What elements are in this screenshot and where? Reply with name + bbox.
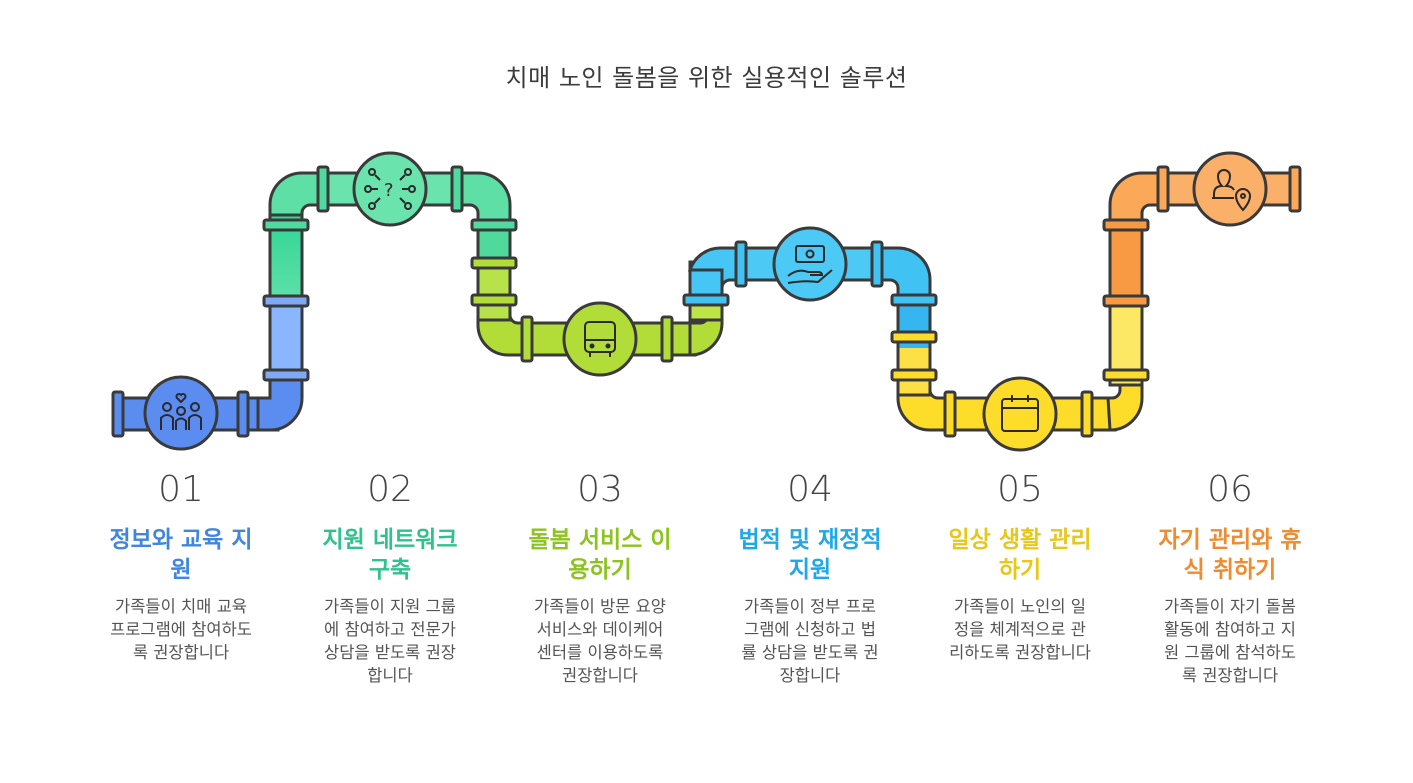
step-number: 01 (158, 469, 204, 510)
step-number: 06 (1207, 469, 1253, 510)
step-description-line: 원 그룹에 참석하도 (1164, 643, 1296, 662)
money-hand-icon (787, 245, 833, 284)
pipe-yellow-elbow-right (1106, 378, 1144, 432)
hub-03 (562, 301, 638, 377)
step-heading-line: 지원 (788, 557, 832, 583)
step-heading-line: 자기 관리와 휴 (1158, 527, 1302, 553)
pipe-blue-elbow (256, 373, 304, 432)
step-description-line: 리하도록 권장합니다 (949, 643, 1091, 662)
step-description-line: 에 참여하고 전문가 (324, 620, 456, 639)
step-description-line: 가족들이 치매 교육 (115, 597, 247, 616)
hub-02: ? (352, 151, 428, 227)
person-location-icon (1212, 169, 1252, 212)
family-icon (160, 393, 202, 430)
step-description-line: 가족들이 방문 요양 (534, 597, 666, 616)
step-description-line: 률 상담을 받도록 권 (741, 643, 879, 662)
step-heading-line: 용하기 (568, 557, 632, 583)
step-description-line: 가족들이 자기 돌봄 (1164, 597, 1296, 616)
hub-05 (982, 376, 1058, 452)
hub-06 (1192, 151, 1268, 227)
step-description-line: 권장합니다 (562, 666, 638, 685)
step-description-line: 프로그램에 참여하도 (110, 620, 252, 639)
step-description-line: 록 권장합니다 (132, 643, 230, 662)
step-heading-line: 정보와 교육 지 (109, 527, 253, 553)
step-description-line: 록 권장합니다 (1181, 666, 1279, 685)
step-heading-line: 지원 네트워크 (322, 527, 458, 553)
pipe-orange-elbow (1108, 171, 1162, 222)
step-number: 03 (577, 469, 623, 510)
step-heading-line: 원 (170, 557, 192, 583)
step-description-line: 그램에 신청하고 법 (744, 620, 876, 639)
step-heading-line: 법적 및 재정적 (738, 527, 882, 553)
calendar-icon (1001, 395, 1039, 432)
step-heading-line: 하기 (998, 557, 1042, 583)
step-heading-line: 식 취하기 (1183, 557, 1277, 583)
step-description-line: 상담을 받도록 권장 (324, 643, 456, 662)
hub-01 (143, 375, 219, 451)
pipe-cyan-elbow-right (878, 246, 932, 302)
pipe-green-elbow-left (268, 171, 322, 217)
pipe-yellow-elbow-left (896, 389, 952, 432)
step-number: 05 (997, 469, 1043, 510)
step-description-line: 가족들이 정부 프로 (744, 597, 876, 616)
step-number: 02 (367, 469, 413, 510)
step-description-line: 가족들이 지원 그룹 (324, 597, 456, 616)
pipe-lime-elbow-left (476, 314, 532, 357)
step-heading-line: 일상 생활 관리 (948, 527, 1092, 553)
step-description-line: 합니다 (367, 666, 413, 685)
step-description-line: 센터를 이용하도록 (536, 643, 664, 662)
svg-text:?: ? (384, 180, 394, 201)
step-number: 04 (787, 469, 833, 510)
step-description-line: 서비스와 데이케어 (536, 620, 664, 639)
bus-icon (584, 321, 616, 357)
step-description-line: 가족들이 노인의 일 (954, 597, 1086, 616)
step-description-line: 정을 체계적으로 관 (954, 620, 1086, 639)
step-description-line: 장합니다 (779, 666, 841, 685)
step-heading-line: 돌봄 서비스 이 (528, 527, 672, 553)
pipe-green-elbow-right (458, 171, 512, 227)
network-question-icon: ? (364, 168, 416, 210)
hub-04 (772, 226, 848, 302)
page-title: 치매 노인 돌봄을 위한 실용적인 솔루션 (505, 64, 908, 92)
step-description-line: 활동에 참여하고 지 (1164, 620, 1296, 639)
step-heading-line: 구축 (368, 557, 412, 583)
pipe-vertical-4 (896, 296, 932, 400)
